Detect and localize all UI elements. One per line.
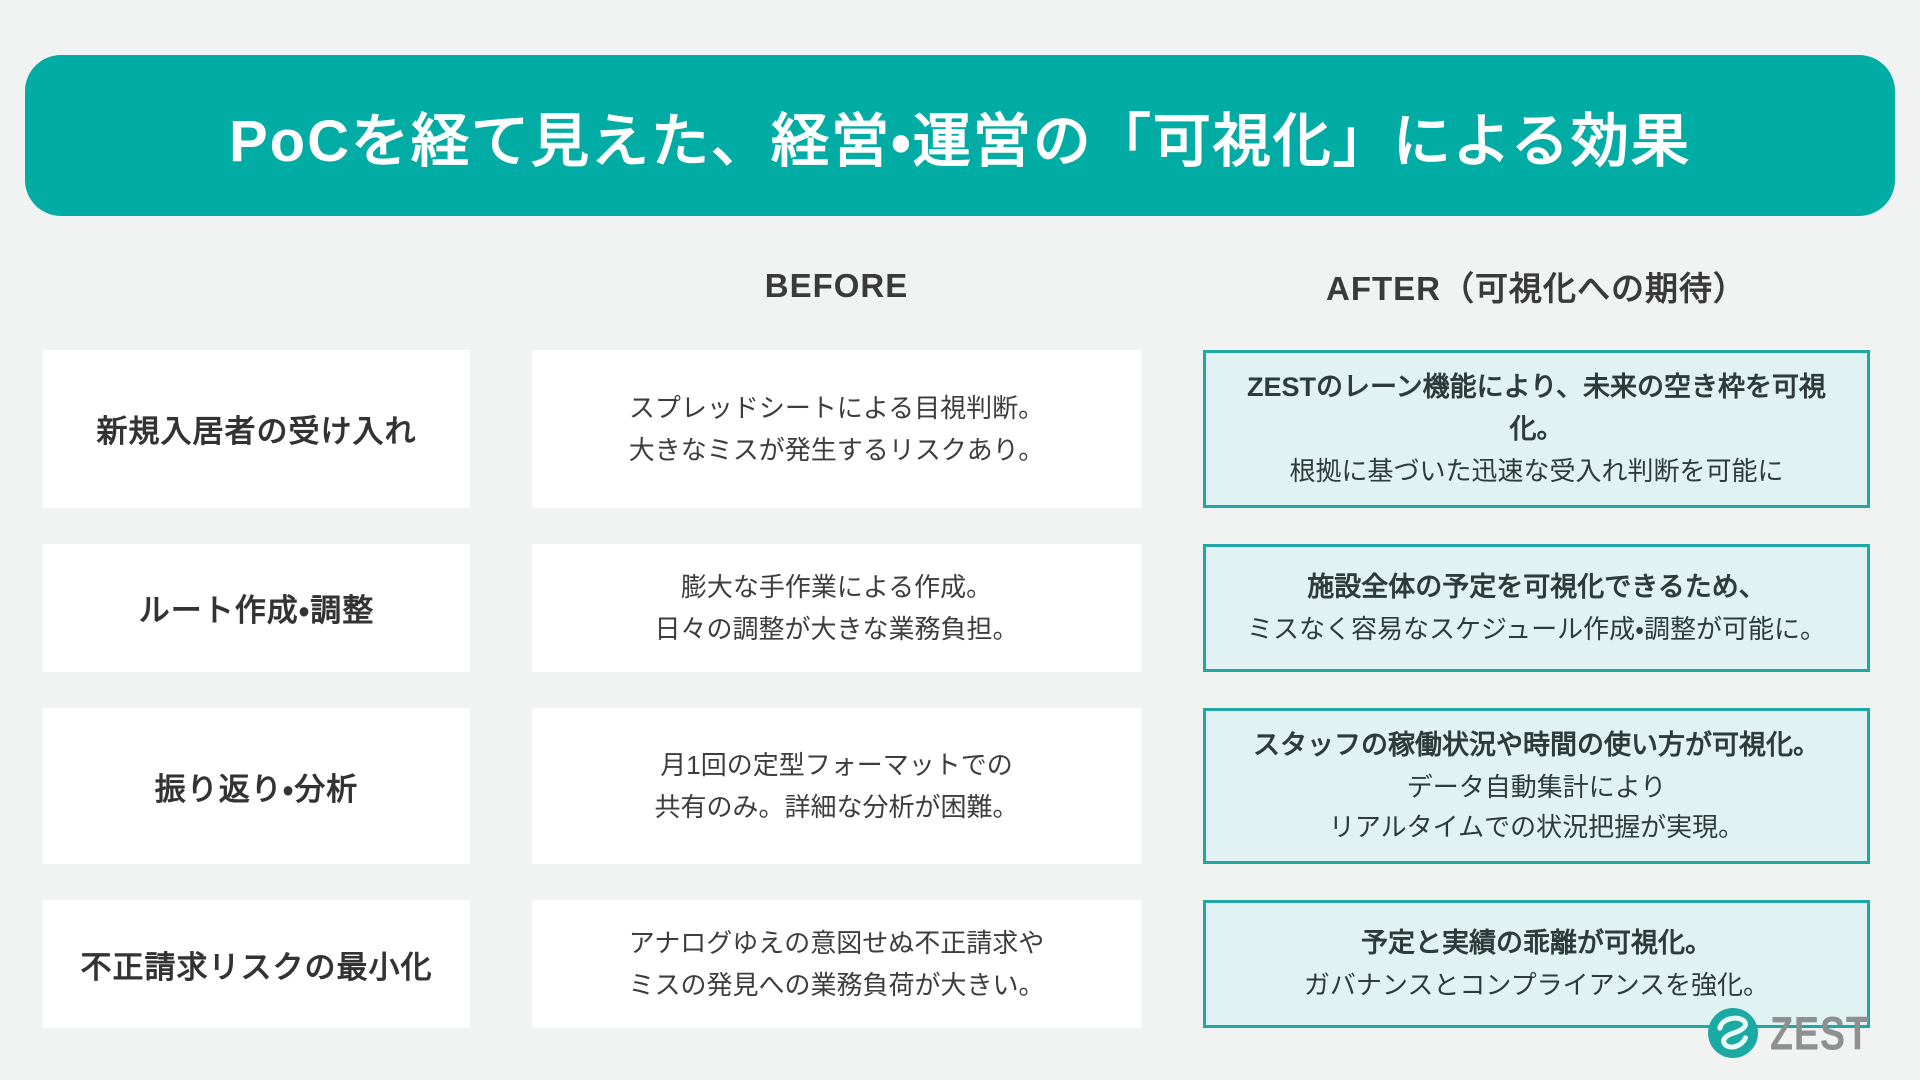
after-text-lead: スタッフの稼働状況や時間の使い方が可視化。 <box>1253 729 1820 760</box>
row-label-text: ルート作成・調整 <box>138 593 375 629</box>
before-text-line: 大きなミスが発生するリスクあり。 <box>628 434 1045 465</box>
after-text-lead: 施設全体の予定を可視化できるため、 <box>1307 571 1766 602</box>
after-text-line: ミスなく容易なスケジュール作成・調整が可能に。 <box>1246 613 1827 644</box>
before-text-line: 共有のみ。詳細な分析が困難。 <box>654 792 1019 823</box>
after-text-lead: ZESTのレーン機能により、未来の空き枠を可視化。 <box>1246 372 1827 444</box>
before-cell: スプレッドシートによる目視判断。 大きなミスが発生するリスクあり。 <box>532 350 1141 508</box>
before-text-line: 日々の調整が大きな業務負担。 <box>654 613 1019 644</box>
row-label-text: 不正請求リスクの最小化 <box>80 949 433 985</box>
before-text-line: 月1回の定型フォーマットでの <box>660 750 1013 781</box>
row-label: ルート作成・調整 <box>43 543 470 672</box>
after-text-line: リアルタイムでの状況把握が実現。 <box>1328 812 1745 843</box>
page-title: PoCを経て見えた、経営・運営の「可視化」による効果 <box>229 108 1691 174</box>
before-cell: 膨大な手作業による作成。 日々の調整が大きな業務負担。 <box>532 543 1141 672</box>
row-label: 振り返り・分析 <box>43 707 470 865</box>
after-text-line: データ自動集計により <box>1406 771 1667 802</box>
before-cell: 月1回の定型フォーマットでの 共有のみ。詳細な分析が困難。 <box>532 707 1141 865</box>
after-text-line: 根拠に基づいた迅速な受入れ判断を可能に <box>1289 455 1784 486</box>
row-label-text: 振り返り・分析 <box>154 771 359 807</box>
after-cell: スタッフの稼働状況や時間の使い方が可視化。 データ自動集計により リアルタイムで… <box>1203 707 1870 865</box>
row-label: 新規入居者の受け入れ <box>43 350 470 508</box>
column-header-after: AFTER（可視化への期待） <box>1326 270 1747 307</box>
row-label: 不正請求リスクの最小化 <box>43 900 470 1029</box>
after-cell: 施設全体の予定を可視化できるため、 ミスなく容易なスケジュール作成・調整が可能に… <box>1203 543 1870 672</box>
zest-logo: ZEST <box>1708 1006 1892 1060</box>
before-text-line: スプレッドシートによる目視判断。 <box>628 392 1045 423</box>
before-text-line: ミスの発見への業務負荷が大きい。 <box>628 970 1045 1001</box>
before-cell: アナログゆえの意図せぬ不正請求や ミスの発見への業務負荷が大きい。 <box>532 900 1141 1029</box>
after-text-line: ガバナンスとコンプライアンスを強化。 <box>1303 970 1770 1001</box>
row-label-text: 新規入居者の受け入れ <box>96 414 417 450</box>
column-header-before: BEFORE <box>764 267 909 304</box>
after-cell: 予定と実績の乖離が可視化。 ガバナンスとコンプライアンスを強化。 <box>1203 900 1870 1029</box>
after-text-lead: 予定と実績の乖離が可視化。 <box>1361 928 1712 959</box>
column-header-spacer <box>43 286 470 290</box>
title-banner: PoCを経て見えた、経営・運営の「可視化」による効果 <box>25 55 1895 216</box>
before-text-line: 膨大な手作業による作成。 <box>680 571 993 602</box>
zest-logo-icon <box>1708 1008 1759 1058</box>
before-text-line: アナログゆえの意図せぬ不正請求や <box>628 928 1045 959</box>
after-cell: ZESTのレーン機能により、未来の空き枠を可視化。 根拠に基づいた迅速な受入れ判… <box>1203 350 1870 508</box>
comparison-table: BEFORE AFTER（可視化への期待） 新規入居者の受け入れ スプレッドシー… <box>43 262 1870 1029</box>
zest-logo-text: ZEST <box>1770 1006 1871 1060</box>
